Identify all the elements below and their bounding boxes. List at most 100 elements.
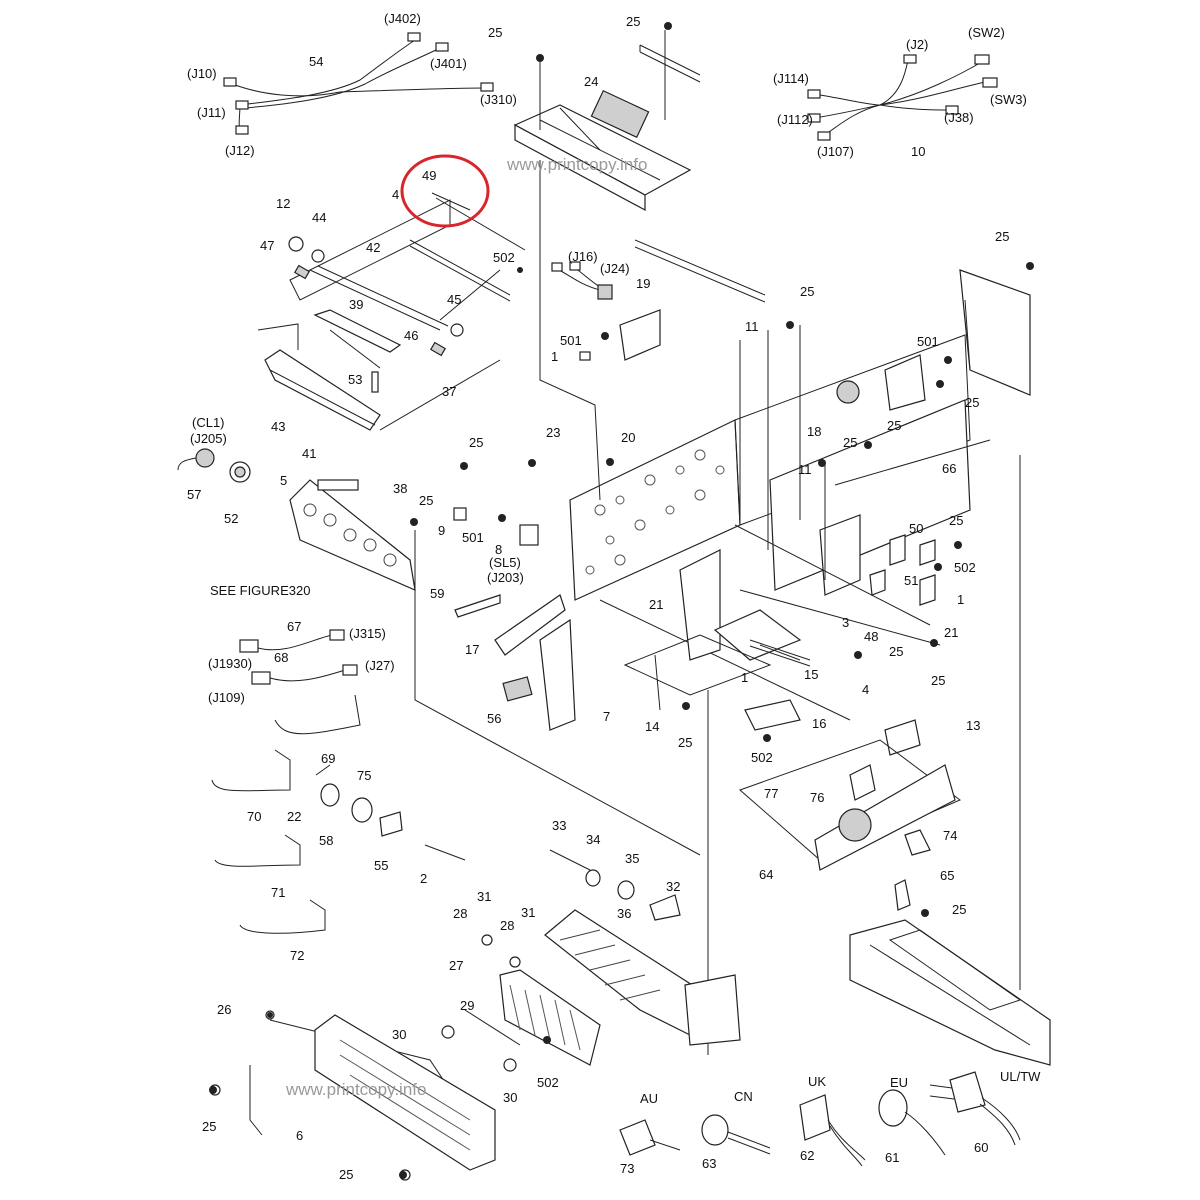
callout-10: 10 <box>911 144 925 159</box>
callout-35: 35 <box>625 851 639 866</box>
callout-58: 58 <box>319 833 333 848</box>
callout-47: 47 <box>260 238 274 253</box>
callout-25: 25 <box>949 513 963 528</box>
label-j205: (J205) <box>190 431 227 446</box>
callout-25: 25 <box>931 673 945 688</box>
callout-74: 74 <box>943 828 957 843</box>
callout-50: 50 <box>909 521 923 536</box>
callout-52: 52 <box>224 511 238 526</box>
label-j2: (J2) <box>906 37 928 52</box>
callout-71: 71 <box>271 885 285 900</box>
label-sw3: (SW3) <box>990 92 1027 107</box>
harness-54 <box>223 32 494 135</box>
left-parts <box>177 448 539 934</box>
callout-502: 502 <box>537 1075 559 1090</box>
callout-1: 1 <box>741 670 748 685</box>
watermark-bottom: www.printcopy.info <box>285 1080 426 1099</box>
callout-75: 75 <box>357 768 371 783</box>
callout-19: 19 <box>636 276 650 291</box>
callout-502: 502 <box>493 250 515 265</box>
label-j112: (J112) <box>777 112 813 127</box>
callout-42: 42 <box>366 240 380 255</box>
label-ultw: UL/TW <box>1000 1069 1041 1084</box>
label-j310: (J310) <box>480 92 517 107</box>
label-j11: (J11) <box>197 105 226 120</box>
callout-30: 30 <box>392 1027 406 1042</box>
label-cl1: (CL1) <box>192 415 225 430</box>
label-j315: (J315) <box>349 626 386 641</box>
solenoid-19 <box>551 261 661 361</box>
plug-eu-icon <box>878 1089 946 1156</box>
callout-61: 61 <box>885 1150 899 1165</box>
callout-48: 48 <box>864 629 878 644</box>
label-j27: (J27) <box>365 658 395 673</box>
callout-36: 36 <box>617 906 631 921</box>
callout-18: 18 <box>807 424 821 439</box>
callout-7: 7 <box>603 709 610 724</box>
callout-28: 28 <box>453 906 467 921</box>
callout-39: 39 <box>349 297 363 312</box>
callout-23: 23 <box>546 425 560 440</box>
callout-63: 63 <box>702 1156 716 1171</box>
callout-62: 62 <box>800 1148 814 1163</box>
callout-43: 43 <box>271 419 285 434</box>
callout-54: 54 <box>309 54 323 69</box>
callout-53: 53 <box>348 372 362 387</box>
callout-29: 29 <box>460 998 474 1013</box>
callout-4: 4 <box>862 682 869 697</box>
callout-27: 27 <box>449 958 463 973</box>
callout-76: 76 <box>810 790 824 805</box>
label-cn: CN <box>734 1089 753 1104</box>
callout-15: 15 <box>804 667 818 682</box>
callout-46: 46 <box>404 328 418 343</box>
main-frame <box>454 269 1031 756</box>
part-callouts: 25 25 24 54 10 49 4 12 44 42 47 502 45 3… <box>187 14 1009 1182</box>
callout-21: 21 <box>649 597 663 612</box>
fuser-guide-assembly <box>257 197 526 431</box>
label-j12: (J12) <box>225 143 255 158</box>
connector-labels: (J402) (J401) (J10) (J11) (J12) (J310) (… <box>187 11 1027 705</box>
label-j109: (J109) <box>208 690 245 705</box>
callout-70: 70 <box>247 809 261 824</box>
label-sl5: (SL5) <box>489 555 521 570</box>
callout-21: 21 <box>944 625 958 640</box>
callout-28: 28 <box>500 918 514 933</box>
callout-64: 64 <box>759 867 773 882</box>
callout-1: 1 <box>551 349 558 364</box>
callout-32: 32 <box>666 879 680 894</box>
power-cords <box>619 1071 1021 1167</box>
screws <box>209 22 1034 1179</box>
callout-2: 2 <box>420 871 427 886</box>
callout-41: 41 <box>302 446 316 461</box>
callout-72: 72 <box>290 948 304 963</box>
callout-57: 57 <box>187 487 201 502</box>
callout-24: 24 <box>584 74 598 89</box>
see-figure-note: SEE FIGURE320 <box>210 583 310 598</box>
callout-1: 1 <box>957 592 964 607</box>
callout-25: 25 <box>678 735 692 750</box>
callout-25: 25 <box>952 902 966 917</box>
callout-8: 8 <box>495 542 502 557</box>
callout-6: 6 <box>296 1128 303 1143</box>
callout-49: 49 <box>422 168 436 183</box>
callout-25: 25 <box>887 418 901 433</box>
callout-73: 73 <box>620 1161 634 1176</box>
callout-20: 20 <box>621 430 635 445</box>
callout-502: 502 <box>954 560 976 575</box>
callout-59: 59 <box>430 586 444 601</box>
callout-37: 37 <box>442 384 456 399</box>
label-j114: (J114) <box>773 71 809 86</box>
callout-31: 31 <box>477 889 491 904</box>
label-j401: (J401) <box>430 56 467 71</box>
label-uk: UK <box>808 1074 826 1089</box>
label-eu: EU <box>890 1075 908 1090</box>
callout-17: 17 <box>465 642 479 657</box>
callout-38: 38 <box>393 481 407 496</box>
callout-25: 25 <box>626 14 640 29</box>
plug-uk-icon <box>799 1094 866 1167</box>
callout-77: 77 <box>764 786 778 801</box>
callout-9: 9 <box>438 523 445 538</box>
callout-26: 26 <box>217 1002 231 1017</box>
harness-10 <box>807 54 998 141</box>
